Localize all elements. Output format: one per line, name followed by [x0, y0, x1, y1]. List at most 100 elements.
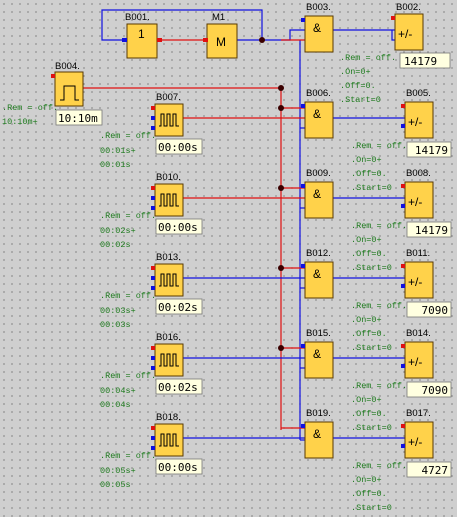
param-line: .Off=0. — [351, 409, 387, 419]
timer-block[interactable] — [54, 71, 84, 107]
junction-node — [259, 37, 265, 43]
block-b004[interactable]: B004. 10:10m .Rem = off. 10:10m+ — [2, 61, 103, 127]
counter-block[interactable] — [404, 421, 434, 459]
param-line: .Rem = off. — [100, 131, 156, 141]
counter-block[interactable] — [404, 261, 434, 299]
flag-block[interactable] — [206, 23, 238, 59]
block-label: B008. — [406, 168, 431, 179]
timer-value-box — [155, 378, 203, 395]
pulse-timer-block[interactable] — [154, 423, 184, 457]
counter-value: 14179 — [404, 55, 437, 68]
block-label: B007. — [156, 92, 181, 103]
pulse-train-icon — [159, 353, 179, 367]
block-label: B002. — [396, 2, 421, 13]
junction-node — [278, 85, 284, 91]
param-line: .Rem = off. — [351, 461, 407, 471]
param-line: 00:02s+ — [100, 226, 136, 236]
param-line: .Rem = off. — [2, 103, 58, 113]
timer-value: 00:00s — [158, 141, 198, 154]
block-label: B009. — [306, 168, 331, 179]
param-line: .Rem = off. — [100, 291, 156, 301]
block-b016[interactable]: B016.00:02s.Rem = off.00:04s+00:04s — [100, 332, 203, 410]
pulse-timer-block[interactable] — [154, 343, 184, 377]
gate-symbol: +/- — [408, 435, 422, 449]
and-gate[interactable] — [304, 261, 334, 299]
gate-symbol: +/- — [398, 27, 412, 41]
gate-symbol: & — [313, 187, 321, 201]
block-label: B010. — [156, 172, 181, 183]
pulse-timer-block[interactable] — [154, 183, 184, 217]
block-b012[interactable]: B012. & — [301, 248, 334, 299]
block-b014[interactable]: B014.+/-7090.Rem = off..On=0+.Off=0..Sta… — [351, 328, 452, 433]
timer-value-box — [155, 458, 203, 475]
param-line: .On=0+ — [351, 395, 382, 405]
param-line: 10:10m+ — [2, 117, 38, 127]
pulse-train-icon — [159, 433, 179, 447]
param-line: .Off=0. — [351, 329, 387, 339]
counter-block[interactable] — [404, 181, 434, 219]
block-b005[interactable]: B005.+/-14179.Rem = off..On=0+.Off=0..St… — [351, 88, 452, 193]
param-line: .Rem = off. — [351, 141, 407, 151]
pulse-timer-block[interactable] — [154, 263, 184, 297]
block-m1[interactable]: M1 M — [203, 12, 238, 59]
block-label: B012. — [306, 248, 331, 259]
block-b013[interactable]: B013.00:02s.Rem = off.00:03s+00:03s — [100, 252, 203, 330]
and-gate[interactable] — [304, 15, 334, 53]
junction-node — [278, 185, 284, 191]
pulse-timer-block[interactable] — [154, 103, 184, 137]
timer-value: 10:10m — [58, 112, 98, 125]
counter-block[interactable] — [404, 101, 434, 139]
counter-block[interactable] — [394, 13, 424, 51]
gate-symbol: & — [313, 427, 321, 441]
param-line: .Off=0. — [340, 81, 376, 91]
block-b009[interactable]: B009. & — [301, 168, 334, 219]
timer-value: 00:02s — [158, 381, 198, 394]
block-b017[interactable]: B017.+/-4727.Rem = off..On=0+.Off=0..Sta… — [351, 408, 452, 513]
param-line: .Rem = off. — [100, 371, 156, 381]
param-line: .Off=0. — [351, 249, 387, 259]
block-b018[interactable]: B018.00:00s.Rem = off.00:05s+00:05s — [100, 412, 203, 490]
pulse-train-icon — [159, 113, 179, 127]
block-label: B019. — [306, 408, 331, 419]
block-b019[interactable]: B019. & — [301, 408, 334, 459]
block-b010[interactable]: B010.00:00s.Rem = off.00:02s+00:02s — [100, 172, 203, 250]
param-line: .Start=0 — [351, 183, 392, 193]
counter-block[interactable] — [404, 341, 434, 379]
param-line: .Rem = off. — [351, 301, 407, 311]
and-gate[interactable] — [304, 101, 334, 139]
param-line: 00:03s — [100, 320, 131, 330]
block-b011[interactable]: B011.+/-7090.Rem = off..On=0+.Off=0..Sta… — [351, 248, 452, 353]
and-gate[interactable] — [304, 341, 334, 379]
param-line: 00:01s — [100, 160, 131, 170]
counter-value-box — [406, 221, 452, 238]
counter-value-box — [406, 141, 452, 158]
block-b002[interactable]: B002. +/- 14179 .Rem = off. .On=0+ .Off=… — [340, 2, 451, 105]
junction-nodes — [259, 37, 284, 351]
param-line: 00:01s+ — [100, 146, 136, 156]
param-line: .Rem = off. — [351, 381, 407, 391]
param-line: 00:02s — [100, 240, 131, 250]
param-line: .Off=0. — [351, 169, 387, 179]
and-gate[interactable] — [304, 181, 334, 219]
gate-symbol: +/- — [408, 195, 422, 209]
param-line: .Off=0. — [351, 489, 387, 499]
block-b006[interactable]: B006.& — [301, 88, 334, 139]
param-line: .Start=0 — [351, 263, 392, 273]
block-b007[interactable]: B007. 00:00s.Rem = off. 00:01s+ 00:01s — [100, 92, 203, 170]
param-line: .Rem = off. — [100, 211, 156, 221]
block-b001[interactable]: B001. 1 — [122, 12, 162, 59]
gate-symbol: & — [313, 21, 321, 35]
block-label: B003. — [306, 2, 331, 13]
block-b008[interactable]: B008.+/-14179.Rem = off..On=0+.Off=0..St… — [351, 168, 452, 273]
block-b015[interactable]: B015.& — [301, 328, 334, 379]
junction-node — [278, 345, 284, 351]
block-label: B001. — [125, 12, 150, 23]
gate-symbol: 1 — [138, 27, 145, 41]
timer-value: 00:02s — [158, 301, 198, 314]
counter-value: 4727 — [422, 464, 449, 477]
block-b003[interactable]: B003. & — [301, 2, 334, 53]
timer-value-box — [155, 298, 203, 315]
param-line: .On=0+ — [351, 235, 382, 245]
gate-symbol: & — [313, 267, 321, 281]
and-gate[interactable] — [304, 421, 334, 459]
